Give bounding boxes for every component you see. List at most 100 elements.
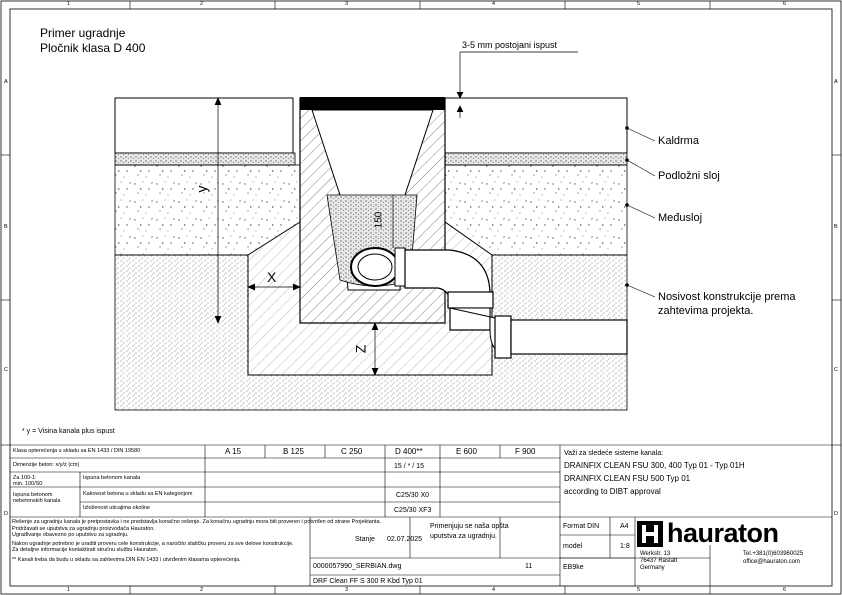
col-number: 6 — [783, 1, 787, 7]
callout-leaders — [625, 126, 656, 298]
dimension-150-label: 150 — [373, 211, 385, 229]
model-value: 1:8 — [620, 543, 630, 550]
class-c250: C 250 — [341, 447, 363, 456]
row-letter: A — [834, 79, 838, 85]
email-address: office@hauraton.com — [743, 559, 801, 565]
model-label: model — [563, 543, 583, 550]
bedding-layer-left — [114, 152, 296, 166]
dimension-x-label: X — [267, 269, 277, 285]
phone-number: Tel.+381(0)603960025 — [743, 551, 804, 557]
row-letter: B — [4, 224, 8, 230]
row-letter: C — [834, 367, 838, 373]
title-block-small-2: min. 100/S0 — [13, 481, 43, 487]
row-letter: B — [834, 224, 838, 230]
footnote: * y = Visina kanala plus ispust — [22, 428, 115, 435]
concrete-haunch-hatch — [248, 222, 492, 375]
exposure-value: C25/30 XF3 — [394, 507, 432, 514]
col-number: 6 — [783, 587, 787, 593]
general-instructions-line1: Primenjuju se naša opšta — [430, 523, 509, 530]
outlet-pipe-straight — [510, 319, 628, 355]
drawing-heading-line2: Pločnik klasa D 400 — [40, 41, 146, 55]
dimension-z-label: Z — [352, 344, 369, 354]
pipe-socket — [447, 291, 494, 309]
address-line: Werkstr. 13 — [640, 551, 671, 557]
load-class-label: Klasa opterećenja u skladu sa EN 1433 / … — [13, 448, 141, 454]
col-number: 2 — [200, 587, 204, 593]
col-number: 1 — [67, 1, 71, 7]
concrete-quality-value: C25/30 X0 — [396, 492, 430, 499]
status-label: Stanje — [355, 536, 375, 543]
col-number: 4 — [492, 1, 496, 7]
col-number: 2 — [200, 1, 204, 7]
callout-nosivost-line1: Nosivost konstrukcije prema — [658, 291, 796, 303]
class-e600: E 600 — [456, 447, 477, 456]
class-d400: D 400** — [395, 447, 423, 456]
dimensions-concrete-label: Dimenzije beton: x/y/z (cm) — [13, 462, 80, 468]
title-block-small-1: Za 100-1: — [13, 475, 37, 481]
dimension-y-label: y — [193, 185, 210, 193]
callout-medusloj: Međusloj — [658, 212, 703, 224]
drawing-title: DRF Clean FF S 300 R Kbd Typ 01 — [313, 578, 423, 585]
grating — [300, 97, 445, 110]
gap-callout: 3-5 mm postojani ispust — [462, 40, 558, 50]
callout-nosivost-line2: zahtevima projekta. — [658, 305, 754, 317]
notes-line: Ugrađivanje obavezno po uputstvu za ugra… — [12, 532, 129, 538]
col-number: 5 — [637, 587, 641, 593]
valid-systems-header: Važi za sledeće sisteme kanala: — [564, 450, 664, 457]
concrete-fill-label: Ispuna betonom kanala — [83, 475, 141, 481]
drawing-heading-line1: Primer ugradnje — [40, 26, 126, 40]
dimensions-concrete-value: 15 / * / 15 — [394, 463, 424, 470]
cross-section — [114, 97, 628, 411]
row-letter: D — [834, 511, 838, 517]
format-value: A4 — [620, 523, 629, 530]
pipe-collar — [494, 315, 512, 359]
paving-slab-left — [114, 97, 294, 154]
callout-kaldrma: Kaldrma — [658, 135, 699, 147]
format-label: Format DIN — [563, 523, 600, 530]
page-number: 11 — [525, 563, 533, 570]
address-line: 76437 Rastatt — [640, 558, 678, 564]
valid-system-line: DRAINFIX CLEAN FSU 500 Typ 01 — [564, 474, 691, 483]
title-block-small-4: nebetonskih kanala — [13, 498, 61, 504]
col-number: 3 — [345, 587, 349, 593]
col-number: 4 — [492, 587, 496, 593]
file-name: 0000057990_SERBIAN.dwg — [313, 563, 402, 570]
col-number: 1 — [67, 587, 71, 593]
notes-line: Za detaljne informacije kontaktirati str… — [12, 547, 159, 553]
row-letter: C — [4, 367, 8, 373]
valid-system-line: DRAINFIX CLEAN FSU 300, 400 Typ 01 - Typ… — [564, 461, 745, 470]
general-instructions-line2: uputstva za ugradnju. — [430, 533, 497, 540]
address-line: Germany — [640, 565, 665, 571]
notes-line: Rešenje za ugradnju kanala je pretpostav… — [12, 519, 382, 525]
concrete-quality-label: Kakovost betona u skladu sa EN kategorij… — [83, 491, 193, 497]
notes-line: ** Kanali treba da budu u skladu sa zaht… — [12, 557, 241, 563]
paving-slab-right — [444, 97, 628, 154]
sheet-border-inner — [9, 8, 833, 587]
hauraton-logo: hauraton — [637, 518, 779, 549]
bedding-layer-right — [442, 152, 628, 166]
class-b125: B 125 — [283, 447, 304, 456]
callout-podlozni-sloj: Podložni sloj — [658, 170, 720, 182]
row-letter: A — [4, 79, 8, 85]
class-a15: A 15 — [225, 447, 242, 456]
class-f900: F 900 — [515, 447, 536, 456]
outlet-pipe-inner — [357, 253, 393, 281]
notes-line: Pridržavati se uputstva za ugradnju proi… — [12, 526, 155, 532]
notes-line: Nakon ugradnje potrebno je uraditi prove… — [12, 541, 294, 547]
title-block-grid — [10, 444, 832, 586]
status-date: 02.07.2025 — [387, 536, 423, 543]
exposure-label: Izloženost uticajima okoline — [83, 505, 150, 511]
valid-system-line: according to DIBT approval — [564, 487, 661, 496]
outlet-connector — [394, 247, 406, 287]
hauraton-mark-icon — [637, 520, 663, 547]
col-number: 5 — [637, 1, 641, 7]
col-number: 3 — [345, 1, 349, 7]
eb-label: EB9ke — [563, 564, 584, 571]
dimension-lines — [214, 51, 578, 376]
brand-wordmark: hauraton — [667, 518, 779, 548]
title-block-small-3: Ispuna betonom — [13, 492, 53, 498]
row-letter: D — [4, 511, 8, 517]
